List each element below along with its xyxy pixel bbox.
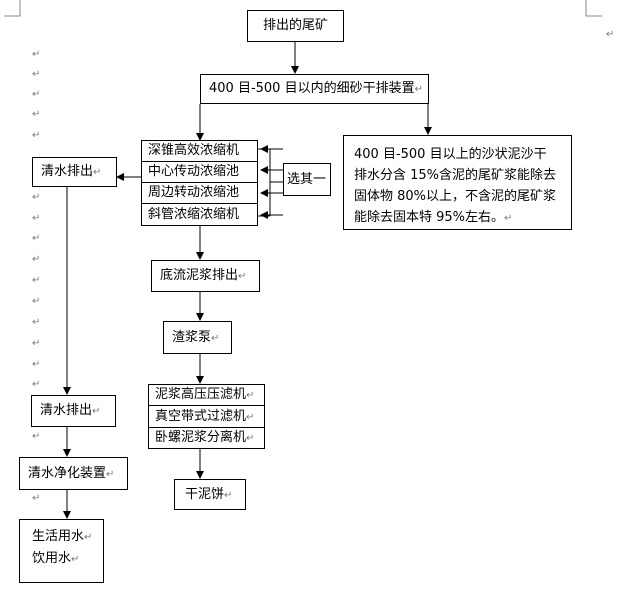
filter-option: 真空带式过滤机↵ <box>148 405 265 428</box>
thickener-option: 深锥高效浓缩机 <box>141 140 258 162</box>
paragraph-mark: ↵ <box>71 554 80 565</box>
thickener-option: 周边转动浓缩池 <box>141 182 258 204</box>
thickener-option-label: 深锥高效浓缩机 <box>148 143 240 158</box>
paragraph-mark: ↵ <box>32 213 41 224</box>
dry-sand-label: 400 目-500 目以内的细砂干排装置 <box>209 81 415 96</box>
margin-corner-top-right <box>585 0 602 17</box>
paragraph-mark: ↵ <box>32 69 41 80</box>
purify-label: 清水净化装置 <box>28 466 107 481</box>
coarse-sand-text: 400 目-500 目以上的沙状泥沙干排水分含 15%含泥的尾矿浆能除去固体物 … <box>354 147 557 225</box>
underflow-label: 底流泥浆排出 <box>160 268 239 283</box>
paragraph-mark: ↵ <box>32 379 41 390</box>
thickener-option: 斜管浓缩浓缩机 <box>141 203 258 226</box>
domestic-water-box: 生活用水↵ 饮用水↵ <box>19 519 104 583</box>
filter-option: 卧螺泥浆分离机↵ <box>148 427 265 449</box>
clear-water-1-label: 清水排出 <box>41 164 94 179</box>
filter-option-label: 真空带式过滤机 <box>155 409 247 424</box>
clear-water-2-box: 清水排出↵ <box>31 395 116 427</box>
paragraph-mark: ↵ <box>32 89 41 100</box>
drinking-water-line: 饮用水↵ <box>32 548 103 570</box>
choose-one-label: 选其一 <box>287 172 327 187</box>
paragraph-mark: ↵ <box>106 469 115 480</box>
choose-one-box: 选其一 <box>283 163 331 196</box>
paragraph-mark: ↵ <box>32 338 41 349</box>
paragraph-mark: ↵ <box>32 275 41 286</box>
clear-water-1-box: 清水排出↵ <box>32 157 117 187</box>
paragraph-mark: ↵ <box>246 412 255 423</box>
purify-box: 清水净化装置↵ <box>19 457 128 490</box>
paragraph-mark: ↵ <box>32 233 41 244</box>
underflow-box: 底流泥浆排出↵ <box>151 260 260 292</box>
paragraph-mark: ↵ <box>32 109 41 120</box>
margin-corner-top-left <box>4 0 21 17</box>
thickener-option-label: 中心传动浓缩池 <box>148 164 240 179</box>
paragraph-mark: ↵ <box>32 130 41 141</box>
paragraph-mark: ↵ <box>32 431 41 442</box>
dry-sand-box: 400 目-500 目以内的细砂干排装置↵ <box>200 74 429 104</box>
clear-water-2-label: 清水排出 <box>40 403 93 418</box>
paragraph-mark: ↵ <box>414 84 423 95</box>
paragraph-mark: ↵ <box>32 49 41 60</box>
paragraph-mark: ↵ <box>224 490 233 501</box>
paragraph-mark: ↵ <box>92 406 101 417</box>
paragraph-mark: ↵ <box>606 29 615 40</box>
slurry-pump-box: 渣浆泵↵ <box>163 321 232 354</box>
paragraph-mark: ↵ <box>32 359 41 370</box>
drinking-water-label: 饮用水 <box>32 551 72 566</box>
slurry-pump-label: 渣浆泵 <box>172 330 212 345</box>
paragraph-mark: ↵ <box>32 254 41 265</box>
paragraph-mark: ↵ <box>32 192 41 203</box>
dry-cake-box: 干泥饼↵ <box>174 479 246 510</box>
thickener-option-label: 周边转动浓缩池 <box>148 185 240 200</box>
paragraph-mark: ↵ <box>504 213 513 224</box>
thickener-option-label: 斜管浓缩浓缩机 <box>148 207 240 222</box>
domestic-water-label: 生活用水 <box>32 529 85 544</box>
filter-option-label: 卧螺泥浆分离机 <box>155 430 247 445</box>
filter-option: 泥浆高压压滤机↵ <box>148 384 265 406</box>
paragraph-mark: ↵ <box>84 532 93 543</box>
paragraph-mark: ↵ <box>211 333 220 344</box>
coarse-sand-box: 400 目-500 目以上的沙状泥沙干排水分含 15%含泥的尾矿浆能除去固体物 … <box>343 135 572 230</box>
paragraph-mark: ↵ <box>32 317 41 328</box>
tailings-label: 排出的尾矿 <box>262 18 328 33</box>
paragraph-mark: ↵ <box>246 390 255 401</box>
filter-option-label: 泥浆高压压滤机 <box>155 387 247 402</box>
paragraph-mark: ↵ <box>32 493 41 504</box>
thickener-option: 中心传动浓缩池 <box>141 161 258 183</box>
paragraph-mark: ↵ <box>32 296 41 307</box>
paragraph-mark: ↵ <box>246 433 255 444</box>
paragraph-mark: ↵ <box>238 271 247 282</box>
dry-cake-label: 干泥饼 <box>185 487 225 502</box>
paragraph-mark: ↵ <box>93 167 102 178</box>
domestic-water-line: 生活用水↵ <box>32 526 103 548</box>
tailings-box: 排出的尾矿 <box>247 10 344 42</box>
